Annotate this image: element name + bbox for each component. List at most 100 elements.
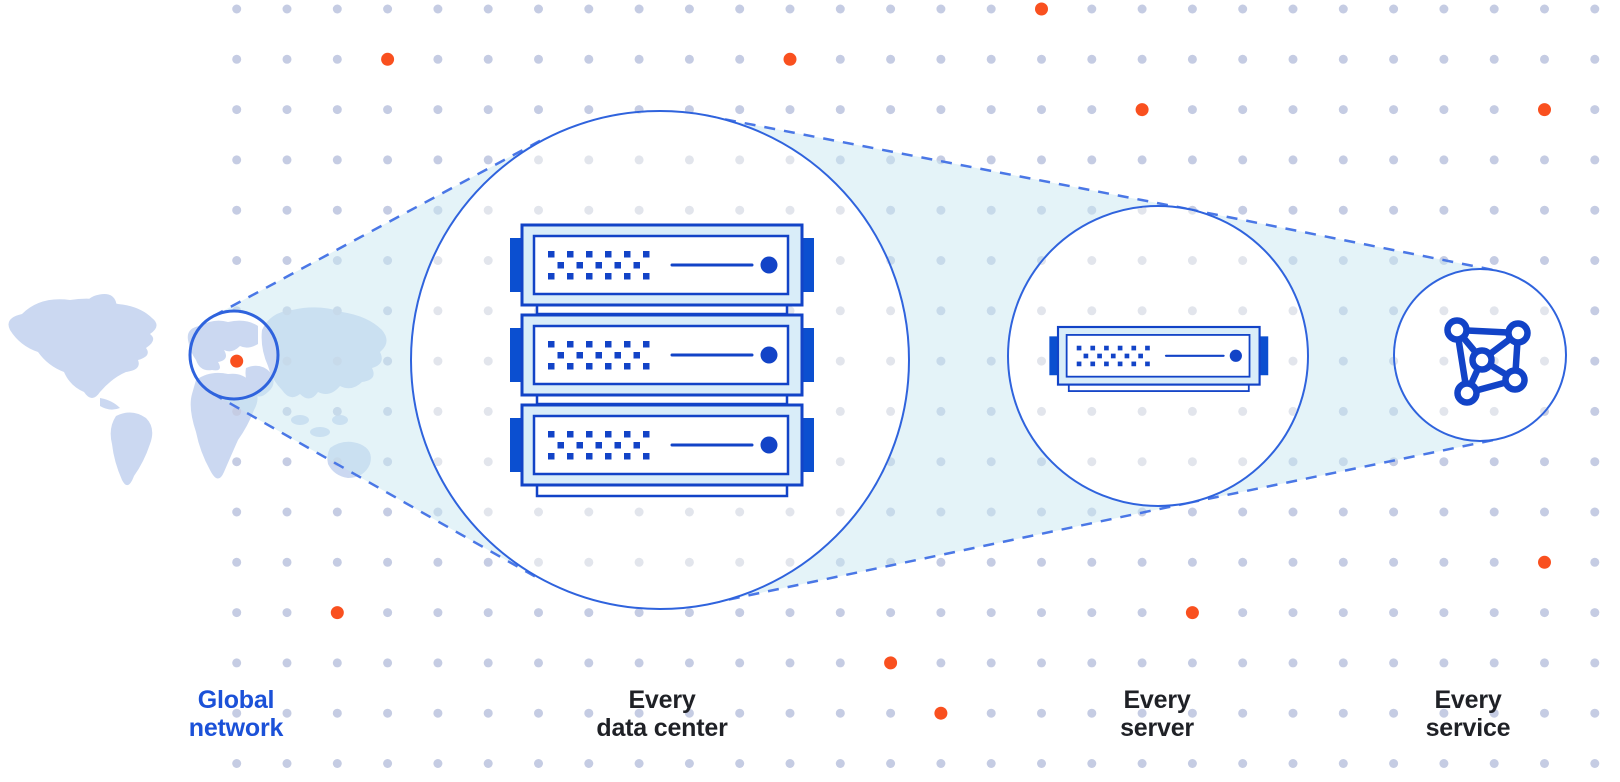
grid-dot-faded	[886, 406, 896, 416]
grid-dot	[1238, 759, 1248, 768]
grid-dot	[332, 54, 342, 64]
grid-dot	[1238, 205, 1248, 215]
grid-dot-faded	[1187, 457, 1197, 467]
grid-dot-faded	[835, 507, 845, 517]
grid-dot	[1087, 557, 1097, 567]
grid-dot	[936, 759, 946, 768]
grid-dot	[1540, 155, 1549, 165]
grid-dot-faded	[1137, 256, 1147, 265]
grid-dot	[534, 658, 543, 668]
grid-dot	[986, 608, 996, 618]
grid-dot	[936, 54, 946, 64]
grid-dot	[634, 608, 644, 618]
grid-dot	[383, 759, 393, 768]
server-rack-icon	[508, 223, 816, 498]
grid-dot	[1439, 155, 1449, 165]
orange-dot	[1135, 103, 1149, 117]
grid-dot-faded	[433, 256, 443, 265]
grid-dot	[1439, 54, 1449, 64]
orange-dot	[1538, 555, 1551, 569]
grid-dot	[1439, 507, 1449, 517]
grid-dot	[232, 608, 242, 618]
grid-dot-faded	[835, 457, 845, 467]
grid-dot	[232, 4, 242, 14]
grid-dot	[1087, 759, 1097, 768]
grid-dot	[1489, 759, 1499, 768]
grid-dot-faded	[534, 205, 543, 215]
grid-dot-faded	[735, 155, 745, 165]
grid-dot-faded	[483, 306, 493, 316]
orange-dots	[230, 2, 1551, 720]
grid-dot	[1037, 759, 1046, 768]
grid-dot	[1338, 557, 1348, 567]
grid-dot	[1489, 557, 1499, 567]
grid-dot	[483, 54, 493, 64]
grid-dot	[684, 4, 694, 14]
grid-dot	[1389, 155, 1399, 165]
grid-dot	[1238, 557, 1248, 567]
orange-dot	[230, 354, 244, 368]
grid-dot	[684, 658, 694, 668]
grid-dot	[383, 507, 393, 517]
grid-dot	[785, 4, 795, 14]
grid-dot	[1590, 54, 1600, 64]
grid-dot	[1288, 507, 1298, 517]
grid-dot	[1288, 759, 1298, 768]
grid-dot	[1389, 4, 1399, 14]
grid-dot	[1489, 608, 1499, 618]
grid-dot	[483, 759, 493, 768]
grid-dot-faded	[1288, 356, 1298, 366]
grid-dot	[936, 658, 946, 668]
grid-dot	[383, 608, 393, 618]
grid-dot	[1489, 54, 1499, 64]
grid-dot	[835, 4, 845, 14]
grid-dot	[1590, 4, 1600, 14]
grid-dot	[1288, 4, 1298, 14]
grid-dot	[735, 658, 745, 668]
grid-dot	[332, 105, 342, 115]
grid-dot	[936, 608, 946, 618]
grid-dot-faded	[1137, 306, 1147, 316]
grid-dot	[1288, 708, 1298, 718]
orange-dot	[381, 52, 395, 66]
grid-dot	[1338, 608, 1348, 618]
grid-dot-faded	[634, 155, 644, 165]
grid-dot	[332, 759, 342, 768]
grid-dot	[1489, 205, 1499, 215]
grid-dot	[986, 759, 996, 768]
grid-dot	[735, 105, 745, 115]
grid-dot	[1489, 507, 1499, 517]
grid-dot-faded	[1087, 306, 1097, 316]
grid-dot	[1389, 54, 1399, 64]
grid-dot	[1137, 608, 1147, 618]
grid-dot	[1489, 658, 1499, 668]
grid-dot	[282, 658, 292, 668]
grid-dot-faded	[835, 356, 845, 366]
grid-dot	[1087, 708, 1097, 718]
grid-dot-faded	[1187, 256, 1197, 265]
grid-dot-faded	[835, 306, 845, 316]
grid-dot	[634, 4, 644, 14]
grid-dot	[1389, 708, 1399, 718]
grid-dot	[383, 105, 393, 115]
grid-dot	[332, 4, 342, 14]
grid-dot	[534, 54, 543, 64]
grid-dot	[1540, 507, 1549, 517]
grid-dot	[1037, 105, 1046, 115]
grid-dot	[1439, 105, 1449, 115]
grid-dot	[282, 105, 292, 115]
grid-dot-faded	[735, 205, 745, 215]
grid-dot-faded	[684, 205, 694, 215]
grid-dot	[584, 4, 594, 14]
grid-dot	[534, 759, 543, 768]
grid-dot	[433, 658, 443, 668]
grid-dot-faded	[1087, 256, 1097, 265]
grid-dot	[1489, 105, 1499, 115]
grid-dot	[886, 708, 896, 718]
grid-dot	[282, 507, 292, 517]
grid-dot	[1389, 759, 1399, 768]
stage-label-every-service: Every service	[1318, 686, 1618, 742]
grid-dot-faded	[483, 457, 493, 467]
grid-dot-faded	[886, 356, 896, 366]
